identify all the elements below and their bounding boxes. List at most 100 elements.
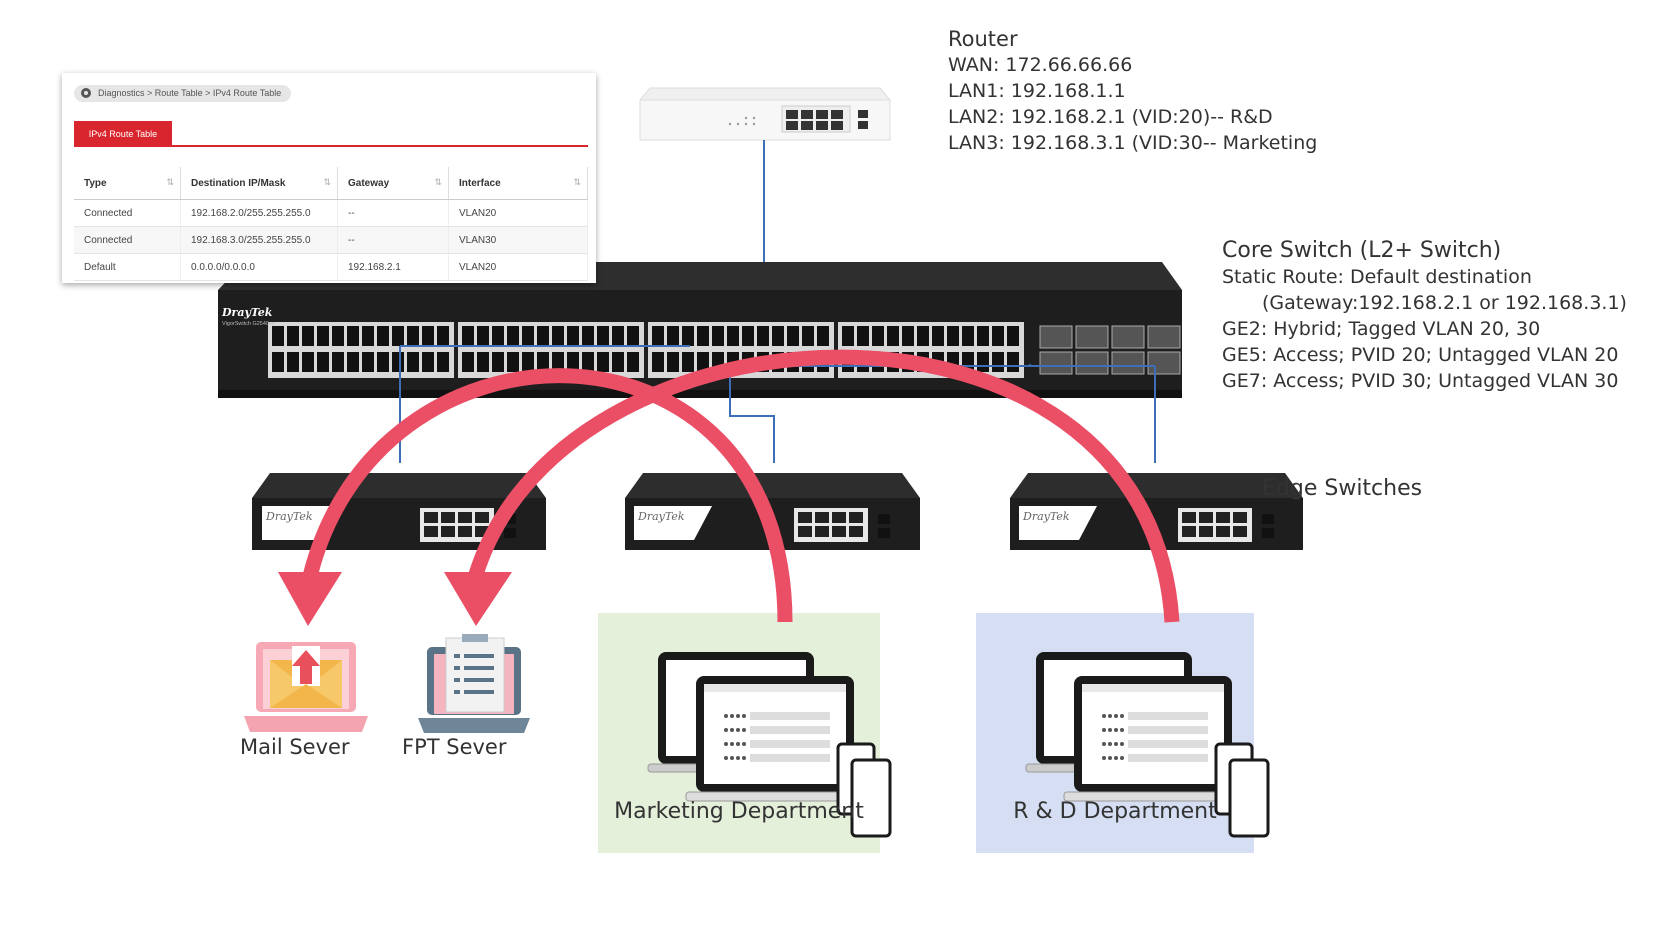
ethernet-port <box>849 526 863 537</box>
ethernet-port <box>652 326 664 346</box>
traffic-arrows <box>300 349 1180 623</box>
mail-server-icon <box>244 642 368 732</box>
table-row: Connected 192.168.2.0/255.255.255.0 -- V… <box>74 199 588 227</box>
ethernet-port <box>507 326 519 346</box>
sort-icon[interactable]: ⇅ <box>323 177 331 187</box>
cell-type: Connected <box>74 199 181 227</box>
sort-icon[interactable]: ⇅ <box>166 177 174 187</box>
ethernet-port <box>437 326 449 346</box>
ethernet-port <box>332 326 344 346</box>
column-header-interface[interactable]: Interface⇅ <box>448 167 588 200</box>
arrow-rd-to-ftp <box>465 349 1180 623</box>
cell-interface: VLAN20 <box>448 253 588 281</box>
ethernet-port <box>887 326 899 346</box>
sfp-port <box>1262 514 1274 524</box>
ethernet-port <box>712 326 724 346</box>
cell-gateway: -- <box>337 199 449 227</box>
breadcrumb[interactable]: Diagnostics > Route Table > IPv4 Route T… <box>74 85 292 102</box>
sfp-port <box>1147 325 1181 349</box>
rd-devices-icon <box>1025 652 1270 838</box>
ethernet-port <box>1007 326 1019 346</box>
ftp-server-icon <box>418 634 530 733</box>
ethernet-port <box>1233 512 1247 523</box>
router-lan3: LAN3: 192.168.3.1 (VID:30-- Marketing <box>948 132 1318 154</box>
cell-destination: 0.0.0.0/0.0.0.0 <box>180 253 338 281</box>
ethernet-port <box>832 526 846 537</box>
ethernet-port <box>424 526 438 537</box>
ethernet-port <box>917 326 929 346</box>
ethernet-port <box>492 326 504 346</box>
core-static-route: Static Route: Default destination <box>1222 266 1532 288</box>
column-header-destination[interactable]: Destination IP/Mask ⇅ <box>180 167 338 200</box>
table-row: Default 0.0.0.0/0.0.0.0 192.168.2.1 VLAN… <box>74 253 588 281</box>
ethernet-port <box>477 352 489 372</box>
ethernet-port <box>302 326 314 346</box>
ethernet-port <box>407 326 419 346</box>
ethernet-port <box>422 352 434 372</box>
ethernet-port <box>458 526 472 537</box>
ethernet-port <box>1216 512 1230 523</box>
sfp-port <box>1039 351 1073 375</box>
ethernet-port <box>832 512 846 523</box>
table-row: Connected 192.168.3.0/255.255.255.0 -- V… <box>74 226 588 254</box>
ethernet-port <box>377 352 389 372</box>
ethernet-port <box>727 326 739 346</box>
ethernet-port <box>977 326 989 346</box>
router-title: Router <box>948 27 1018 51</box>
ethernet-port <box>582 326 594 346</box>
ethernet-port <box>567 352 579 372</box>
ethernet-port <box>422 326 434 346</box>
ethernet-port <box>377 326 389 346</box>
cell-interface: VLAN30 <box>448 226 588 254</box>
ethernet-port <box>332 352 344 372</box>
column-header-type[interactable]: Type⇅ <box>74 167 181 200</box>
sfp-port <box>1262 528 1274 538</box>
sfp-port <box>504 528 516 538</box>
ethernet-port <box>477 326 489 346</box>
ethernet-port <box>757 326 769 346</box>
ethernet-port <box>1007 352 1019 372</box>
sfp-port <box>878 528 890 538</box>
ethernet-port <box>932 326 944 346</box>
ethernet-port <box>475 526 489 537</box>
cell-interface: VLAN20 <box>448 199 588 227</box>
core-model-label: VigorSwitch G2540xs <box>222 321 275 327</box>
sort-icon[interactable]: ⇅ <box>434 177 442 187</box>
ethernet-port <box>977 352 989 372</box>
ethernet-port <box>552 326 564 346</box>
ethernet-port <box>682 352 694 372</box>
core-switch-info: Core Switch (L2+ Switch) Static Route: D… <box>1222 238 1627 394</box>
arrow-head-ftp <box>444 572 512 626</box>
ethernet-port <box>798 512 812 523</box>
arrow-head-mail <box>278 572 342 626</box>
ethernet-port <box>287 326 299 346</box>
router-device <box>638 87 892 141</box>
ftp-server-label: FPT Sever <box>402 735 507 759</box>
route-table-panel: Diagnostics > Route Table > IPv4 Route T… <box>62 73 596 283</box>
ethernet-port <box>475 512 489 523</box>
sfp-port <box>1111 351 1145 375</box>
ethernet-port <box>441 512 455 523</box>
cell-gateway: -- <box>337 226 449 254</box>
sort-icon[interactable]: ⇅ <box>573 177 581 187</box>
router-lan1: LAN1: 192.168.1.1 <box>948 80 1126 102</box>
location-pin-icon <box>81 88 91 98</box>
ethernet-port <box>392 326 404 346</box>
tab-ipv4-route-table[interactable]: IPv4 Route Table <box>74 121 172 147</box>
ethernet-port <box>1182 512 1196 523</box>
ethernet-port <box>742 326 754 346</box>
ethernet-port <box>992 352 1004 372</box>
ethernet-port <box>627 326 639 346</box>
column-header-gateway[interactable]: Gateway⇅ <box>337 167 449 200</box>
ethernet-port <box>962 326 974 346</box>
ethernet-port <box>424 512 438 523</box>
marketing-department-label: Marketing Department <box>614 799 864 824</box>
ethernet-port <box>772 326 784 346</box>
ethernet-port <box>597 326 609 346</box>
column-label: Destination IP/Mask <box>191 177 286 189</box>
ethernet-port <box>697 352 709 372</box>
cell-destination: 192.168.3.0/255.255.255.0 <box>180 226 338 254</box>
core-ge2: GE2: Hybrid; Tagged VLAN 20, 30 <box>1222 318 1541 340</box>
ethernet-port <box>627 352 639 372</box>
